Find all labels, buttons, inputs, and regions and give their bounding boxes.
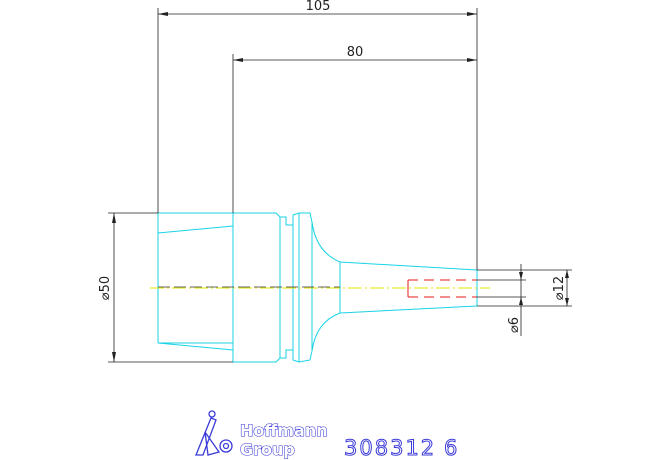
logo-word-hoffmann: Hoffmann <box>240 421 328 440</box>
dim-text-80: 80 <box>347 45 364 60</box>
internal-taper-top <box>157 225 234 234</box>
logo-wedge <box>204 431 221 456</box>
logo-icon <box>195 410 233 456</box>
dim-text-50: ⌀50 <box>98 276 113 300</box>
arrow-80-left <box>233 58 243 62</box>
shank-top <box>339 261 478 271</box>
logo-dot <box>208 410 216 418</box>
arrow-6-bottom <box>519 297 523 305</box>
hoffmann-group-logo: Hoffmann Group <box>195 410 328 460</box>
dimension-dia12: ⌀12 <box>477 269 572 307</box>
neck-curve-bottom <box>311 312 341 352</box>
arrow-left <box>158 12 168 16</box>
part-variant: 6 <box>444 436 457 460</box>
arrow-50-top <box>112 213 116 223</box>
arrow-80-right <box>467 58 477 62</box>
logo-gear <box>219 439 233 453</box>
logo-word-group: Group <box>240 440 295 459</box>
arrow-12-bottom <box>565 298 569 306</box>
arrow-6-top <box>519 272 523 280</box>
logo-gear-hub <box>222 442 230 450</box>
arrow-right <box>467 12 477 16</box>
bore-hidden-lines <box>407 279 477 298</box>
dimension-dia50: ⌀50 <box>98 212 233 363</box>
dimension-dia6: ⌀6 <box>477 264 526 336</box>
shank-bottom <box>339 305 478 314</box>
neck-curve-top <box>311 221 341 263</box>
dim-text-12: ⌀12 <box>552 276 567 300</box>
arrow-12-top <box>565 270 569 278</box>
part-number: 308312 <box>344 436 436 460</box>
dimension-105: 105 <box>157 0 478 270</box>
dimension-80: 80 <box>232 45 477 213</box>
dim-text-6: ⌀6 <box>507 317 522 333</box>
logo-slash <box>195 417 217 456</box>
dim-text-105: 105 <box>306 0 331 14</box>
arrow-50-bottom <box>112 352 116 362</box>
groove-section <box>280 212 313 363</box>
internal-taper-bottom <box>157 342 234 351</box>
